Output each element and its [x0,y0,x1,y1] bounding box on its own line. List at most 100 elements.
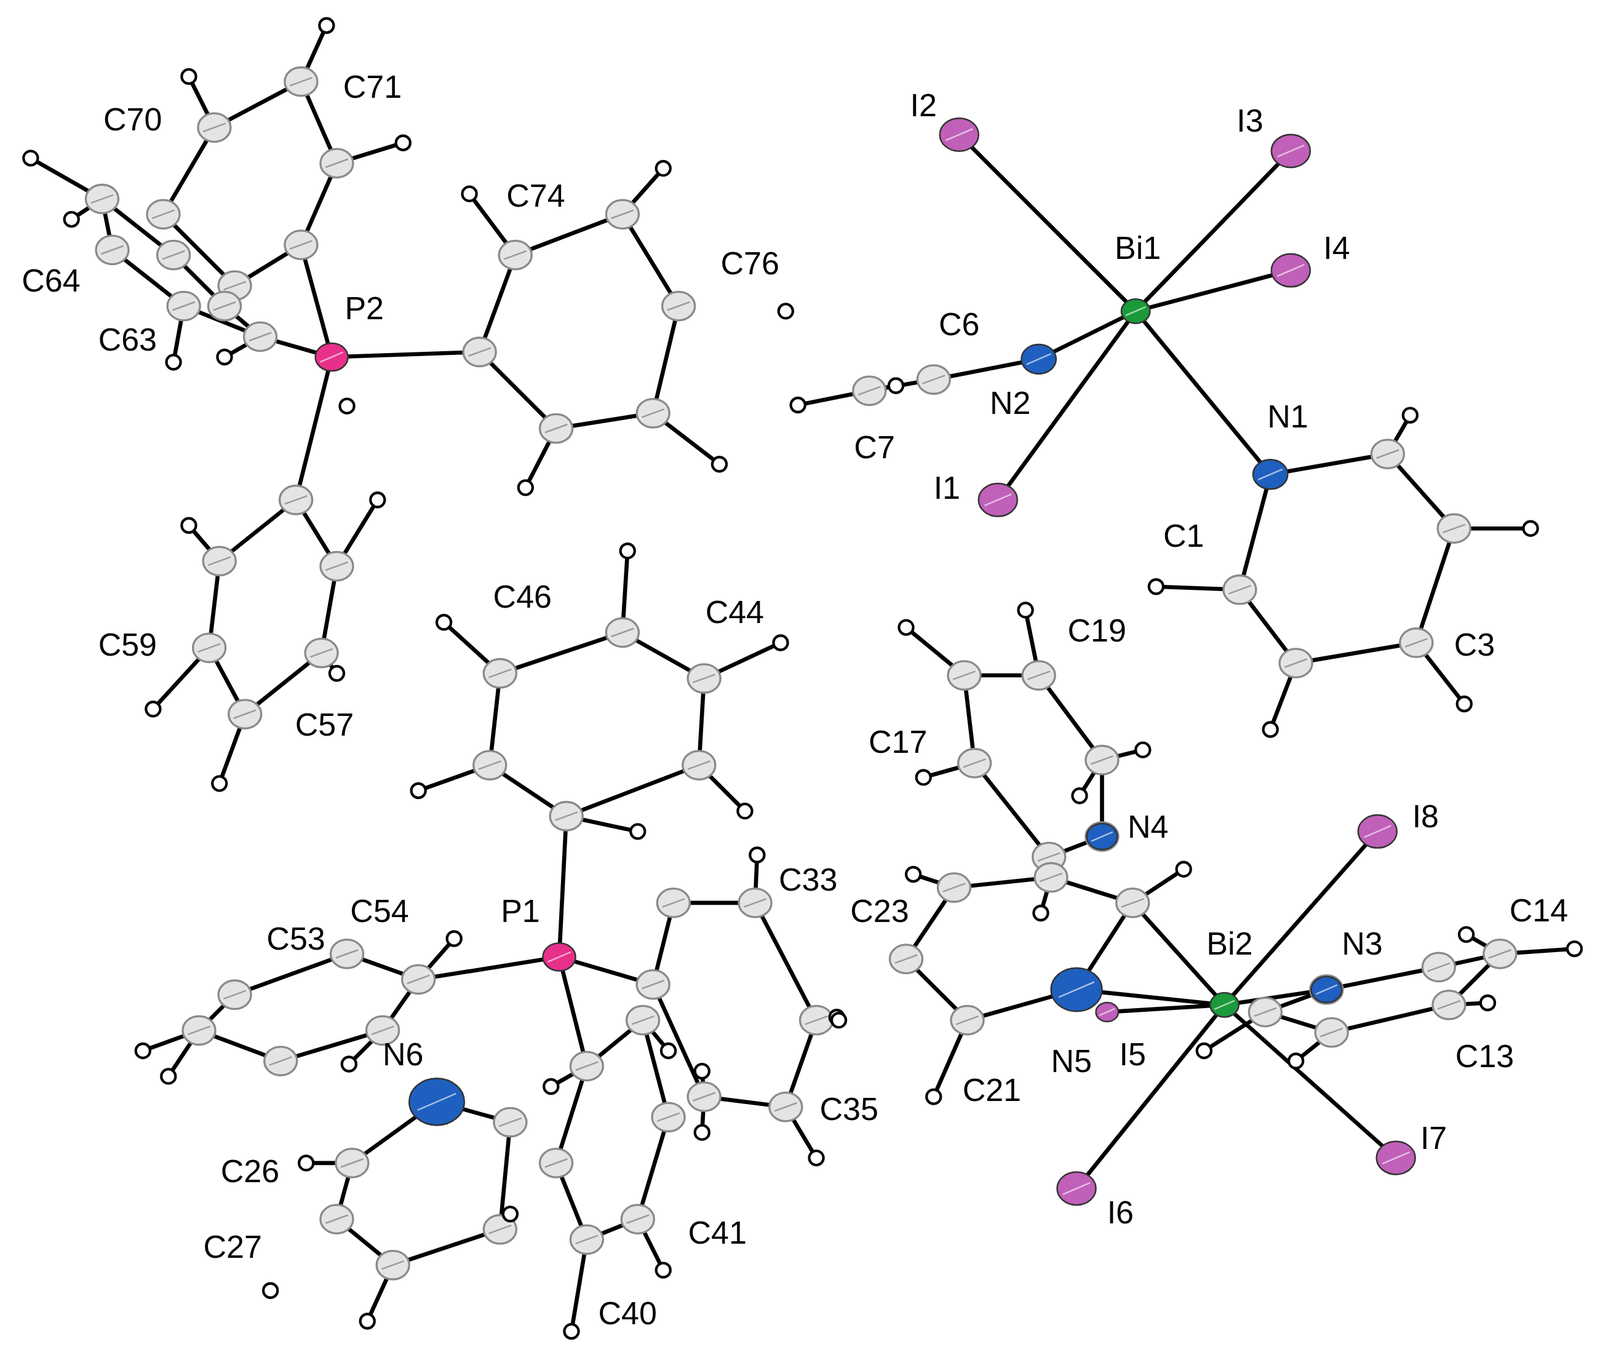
hydrogen-atom [212,776,227,791]
atom-label: C40 [597,1297,657,1330]
hydrogen-atom [916,770,931,785]
atom-label: C19 [1067,614,1127,647]
ellipsoid-hatch [1037,853,1060,862]
carbon-atom [1310,975,1343,1004]
hydrogen-atom [620,543,635,558]
carbon-atom [769,1092,803,1121]
carbon-atom [800,1005,833,1035]
ellipsoid-hatch [611,210,634,219]
atom-label: C46 [493,580,552,613]
bond-line [637,1117,669,1220]
ellipsoid-hatch [774,1102,797,1111]
atom-label: C63 [98,323,157,356]
atom-label: C3 [1454,628,1495,661]
atom-label: N4 [1127,810,1169,843]
hydrogen-atom [181,69,196,84]
bond-line [959,134,1136,312]
hydrogen-atom [329,666,344,681]
atom-label: C6 [938,308,980,341]
hydrogen-atom [791,398,806,413]
ellipsoid-hatch [1254,1008,1277,1017]
ellipsoid-hatch [325,159,348,168]
iodine-atom [1096,1002,1119,1022]
ellipsoid-hatch [284,495,307,504]
ellipsoid-hatch [984,493,1012,506]
ellipsoid-hatch [100,246,124,255]
atom-label: C71 [343,70,402,103]
ellipsoid-hatch [1442,524,1465,533]
carbon-atom [1483,939,1517,969]
hydrogen-atom [749,847,765,862]
hydrogen-atom [447,931,462,946]
hydrogen-atom [564,1324,579,1339]
carbon-atom [605,199,639,229]
ellipsoid-hatch [1277,264,1305,277]
atom-label: I7 [1420,1122,1447,1155]
carbon-atom [889,944,923,974]
bond-line [1239,474,1271,590]
hydrogen-atom [1033,906,1048,921]
carbon-atom [198,113,231,142]
atom-label: N1 [1267,400,1308,433]
atom-label: C41 [687,1216,747,1249]
hydrogen-atom [1459,927,1474,942]
hydrogen-atom [543,1079,558,1094]
hydrogen-atom [1197,1043,1212,1059]
atom-label: P2 [344,292,384,325]
hydrogen-atom [630,824,645,839]
atom-label: C76 [720,247,780,280]
carbon-atom [402,965,435,994]
hydrogen-atom [656,1262,671,1278]
bond-line [331,351,480,357]
bond-line [559,957,587,1067]
ellipsoid-hatch [187,1026,210,1035]
hydrogen-atom [360,1313,375,1329]
bond-line [234,954,347,995]
bond-line [1224,831,1378,1006]
carbon-atom [570,1225,603,1254]
atom-label: C21 [962,1074,1022,1107]
hydrogen-atom [1480,995,1495,1011]
ellipsoid-hatch [922,375,945,384]
atom-label: I8 [1412,800,1439,833]
carbon-atom [95,235,129,264]
ellipsoid-hatch [503,250,526,259]
carbon-atom [284,67,318,96]
hydrogen-atom [181,518,196,533]
hydrogen-atom [712,457,727,472]
ellipsoid-hatch [1404,638,1428,647]
carbon-atom [335,1149,369,1178]
hydrogen-atom [342,1056,357,1071]
atom-label: C23 [850,895,909,928]
ellipsoid-hatch [1125,306,1147,316]
ellipsoid-hatch [575,1062,598,1071]
carbon-atom [320,551,354,581]
bond-line [515,214,623,255]
ellipsoid-hatch [1320,1028,1343,1037]
bismuth-atom [1209,992,1239,1017]
hydrogen-atom [370,492,385,507]
ellipsoid-hatch [340,1158,363,1167]
atom-label: C13 [1455,1040,1514,1073]
atom-label: I4 [1323,231,1350,264]
phosphorus-atom [543,943,576,971]
carbon-atom [1422,952,1455,982]
bond-line [1416,528,1454,643]
ellipsoid-hatch [547,952,571,963]
carbon-atom [682,751,716,780]
carbon-atom [1315,1018,1348,1047]
hydrogen-atom [461,187,477,202]
iodine-atom [1056,1172,1096,1206]
carbon-atom [853,376,886,405]
hydrogen-atom [166,354,181,370]
carbon-atom [147,199,180,229]
ellipsoid-hatch [325,562,348,571]
nitrogen-atom [409,1078,465,1126]
carbon-atom [320,148,354,178]
ellipsoid-hatch [335,949,359,958]
atom-label: I1 [933,471,961,504]
ellipsoid-hatch [223,281,246,290]
ellipsoid-hatch [489,1225,512,1234]
ellipsoid-hatch [233,709,256,718]
nitrogen-atom [1311,976,1343,1003]
